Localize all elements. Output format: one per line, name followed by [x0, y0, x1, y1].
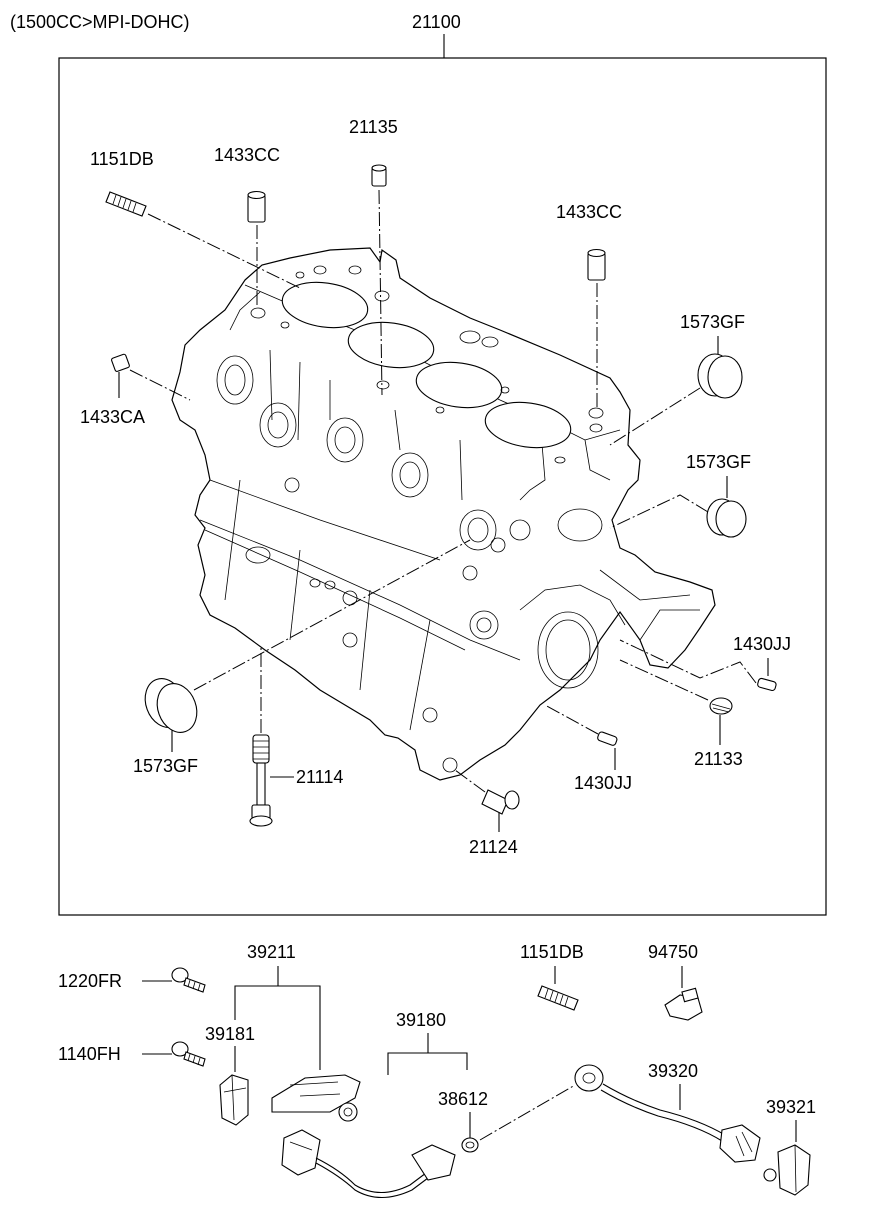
plug-1573gf-bottom[interactable] — [139, 673, 204, 738]
label-21135[interactable]: 21135 — [349, 117, 398, 137]
label-1573gf-lower[interactable]: 1573GF — [686, 452, 751, 472]
label-1433cc-right[interactable]: 1433CC — [556, 202, 622, 222]
stud-1151db-bottom[interactable] — [537, 985, 579, 1011]
label-39180[interactable]: 39180 — [396, 1010, 446, 1030]
bracket-39181[interactable] — [219, 1074, 249, 1126]
cylinder-block[interactable] — [171, 247, 716, 781]
engine-spec-label: (1500CC>MPI-DOHC) — [10, 12, 190, 32]
plug-1573gf-upper[interactable] — [697, 353, 743, 399]
label-94750[interactable]: 94750 — [648, 942, 698, 962]
crank-position-sensor-39180[interactable] — [281, 1129, 456, 1199]
dowel-1433cc-right[interactable] — [587, 248, 606, 281]
label-1573gf-upper[interactable]: 1573GF — [680, 312, 745, 332]
oring-38612[interactable] — [461, 1137, 479, 1153]
label-1573gf-bottom[interactable]: 1573GF — [133, 756, 198, 776]
bolt-1140fh[interactable] — [171, 1041, 206, 1067]
assembly-code-label[interactable]: 21100 — [412, 12, 461, 32]
assembly-frame — [58, 57, 827, 916]
label-39181[interactable]: 39181 — [205, 1024, 255, 1044]
dowel-1433ca[interactable] — [111, 353, 130, 372]
stud-1151db-top[interactable] — [105, 191, 147, 217]
label-1433cc-left[interactable]: 1433CC — [214, 145, 280, 165]
label-1220fr[interactable]: 1220FR — [58, 971, 122, 991]
label-38612[interactable]: 38612 — [438, 1089, 488, 1109]
label-39320[interactable]: 39320 — [648, 1061, 698, 1081]
label-1430jj-bottom[interactable]: 1430JJ — [574, 773, 632, 793]
dowel-21135[interactable] — [371, 164, 387, 187]
bolt-1220fr[interactable] — [171, 967, 206, 993]
label-1430jj-right[interactable]: 1430JJ — [733, 634, 791, 654]
bolt-21114[interactable] — [249, 734, 273, 827]
label-1140fh[interactable]: 1140FH — [58, 1044, 121, 1064]
plug-1573gf-lower[interactable] — [706, 498, 747, 538]
label-1151db-bottom[interactable]: 1151DB — [520, 942, 584, 962]
drain-plug-21133[interactable] — [709, 697, 733, 715]
dowel-1433cc-left[interactable] — [247, 190, 266, 223]
bushing-21124[interactable] — [481, 789, 520, 815]
clip-39321[interactable] — [763, 1144, 811, 1196]
knock-sensor-39320[interactable] — [574, 1064, 761, 1163]
pin-1430jj-bottom[interactable] — [597, 731, 618, 746]
oil-pressure-switch-94750[interactable] — [664, 987, 703, 1021]
label-21114[interactable]: 21114 — [296, 767, 343, 787]
label-1433ca[interactable]: 1433CA — [80, 407, 145, 427]
bracket-39211[interactable] — [271, 1074, 361, 1122]
pin-1430jj-right[interactable] — [757, 677, 777, 692]
label-1151db-top[interactable]: 1151DB — [90, 149, 154, 169]
label-39211[interactable]: 39211 — [247, 942, 296, 962]
label-39321[interactable]: 39321 — [766, 1097, 816, 1117]
label-21133[interactable]: 21133 — [694, 749, 743, 769]
label-21124[interactable]: 21124 — [469, 837, 518, 857]
